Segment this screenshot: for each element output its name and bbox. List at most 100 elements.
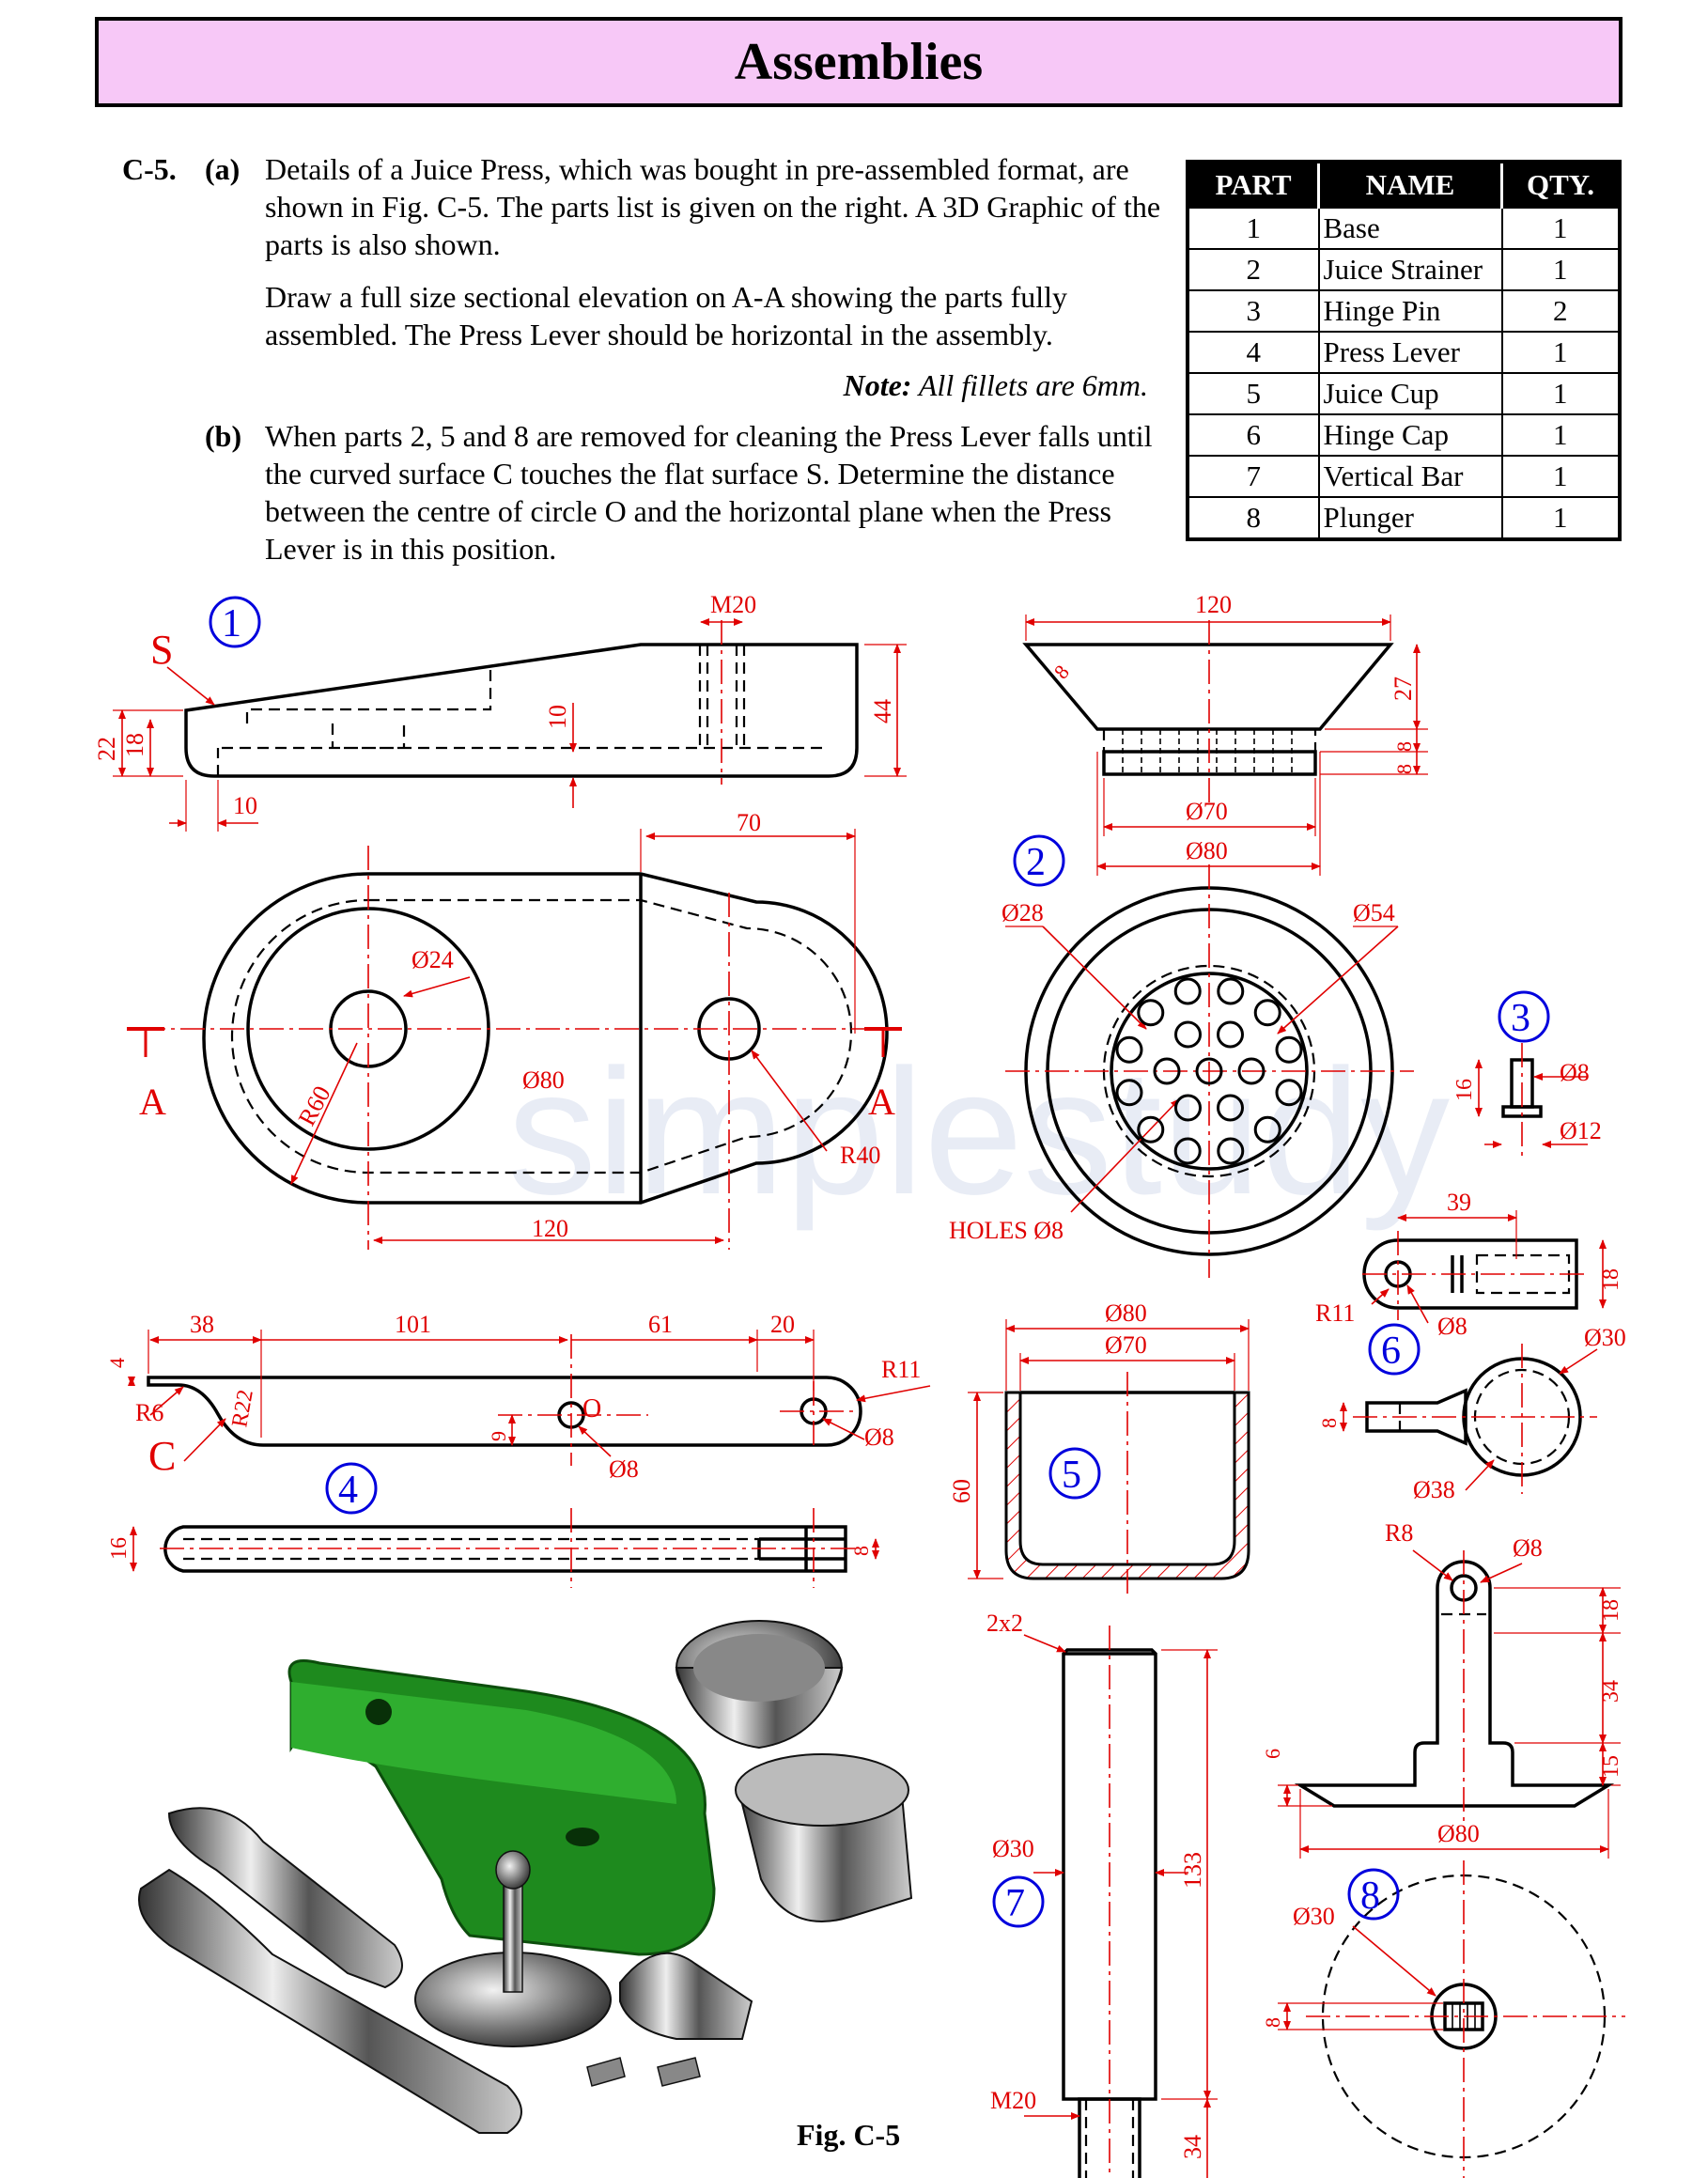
cell-part: 6	[1187, 413, 1320, 457]
dim-p1-r40: R40	[840, 1142, 880, 1169]
part-7-vertical-bar	[1023, 1626, 1218, 2178]
dim-p2-dia80: Ø80	[1186, 837, 1228, 864]
part-3-hinge-pin	[1475, 1043, 1588, 1156]
dim-p6-18: 18	[1599, 1268, 1623, 1291]
note-label: Note:	[843, 368, 912, 402]
part-8-plunger-elevation	[1278, 1549, 1621, 1859]
strainer-hole	[1253, 1115, 1281, 1143]
cell-qty: 1	[1500, 413, 1621, 457]
strainer-hole	[1275, 1035, 1303, 1064]
cell-part: 7	[1187, 455, 1320, 498]
part-marker-1: 1	[209, 596, 261, 648]
strainer-hole	[1195, 1057, 1223, 1085]
part-number-markers: 1 2 3 4 5 6 7 8	[209, 596, 1550, 1928]
dim-p4-r11: R11	[881, 1356, 921, 1383]
label-s: S	[150, 627, 173, 673]
part-label-6: 6	[1381, 1330, 1401, 1373]
dim-p4-r22: R22	[227, 1388, 258, 1429]
part-label-5: 5	[1062, 1454, 1081, 1497]
dim-p2-8c: 8	[1392, 764, 1416, 774]
dim-p2-8-wall: 8	[1049, 661, 1074, 683]
part-marker-8: 8	[1347, 1868, 1400, 1921]
cell-part: 3	[1187, 289, 1320, 333]
cell-qty: 1	[1500, 455, 1621, 498]
dim-p7-m20: M20	[990, 2087, 1036, 2114]
part-marker-2: 2	[1013, 834, 1065, 887]
dim-p4-9: 9	[487, 1431, 510, 1441]
dim-p4-dia8-o: Ø8	[609, 1455, 639, 1483]
exploded-3d-graphic	[138, 1620, 913, 2134]
cell-name: Hinge Cap	[1317, 413, 1503, 457]
dim-p2-27: 27	[1390, 677, 1417, 701]
dim-p1-10-width: 10	[233, 792, 257, 819]
note-text: All fillets are 6mm.	[918, 368, 1148, 402]
dim-p7-dia30: Ø30	[992, 1835, 1034, 1862]
dim-p4-101: 101	[395, 1311, 431, 1338]
part-a-text-2: Draw a full size sectional elevation on …	[265, 280, 1068, 351]
dim-p4-dia8-end: Ø8	[864, 1423, 894, 1451]
dim-p4-61: 61	[648, 1311, 673, 1338]
dim-p5-60: 60	[948, 1479, 975, 1503]
dim-p3-dia8: Ø8	[1560, 1059, 1590, 1086]
dim-p1-10-height: 10	[544, 705, 571, 729]
header-qty: QTY.	[1501, 162, 1620, 208]
strainer-hole	[1173, 977, 1202, 1005]
cell-name: Juice Strainer	[1317, 248, 1503, 291]
dim-p8-34: 34	[1599, 1680, 1623, 1703]
strainer-hole	[1115, 1035, 1143, 1064]
part-b-label: (b)	[205, 419, 242, 453]
part-marker-5: 5	[1048, 1447, 1101, 1500]
dim-p6-r11: R11	[1315, 1299, 1355, 1327]
dim-p4-38: 38	[190, 1311, 214, 1338]
dim-p1-dia24: Ø24	[411, 946, 454, 973]
strainer-hole	[1174, 1020, 1202, 1049]
part-a-text-1: Details of a Juice Press, which was boug…	[265, 152, 1161, 261]
strainer-hole	[1253, 999, 1281, 1027]
dim-p1-44: 44	[869, 699, 896, 723]
title-banner: Assemblies	[95, 17, 1623, 107]
dim-p7-34: 34	[1179, 2135, 1206, 2159]
dim-p2-dia28: Ø28	[1002, 899, 1044, 926]
watermark-text: simplestudy	[507, 1033, 1450, 1232]
part-1-base-elevation	[113, 618, 907, 832]
question-number: C-5.	[122, 152, 177, 186]
dim-p8-dia8: Ø8	[1513, 1534, 1543, 1562]
cell-name: Base	[1317, 207, 1503, 250]
dim-p3-16: 16	[1452, 1079, 1477, 1101]
part-label-2: 2	[1026, 841, 1046, 884]
strainer-hole	[1217, 1020, 1244, 1049]
dim-p6-dia8: Ø8	[1437, 1313, 1467, 1340]
part-2-strainer-plan	[1005, 864, 1414, 1278]
part-label-4: 4	[338, 1469, 358, 1512]
cell-part: 1	[1187, 207, 1320, 250]
dim-p8-18: 18	[1599, 1599, 1623, 1622]
part-1-base-plan	[127, 829, 902, 1250]
dim-p2-dia54: Ø54	[1353, 899, 1395, 926]
note: Note: All fillets are 6mm.	[265, 368, 1148, 403]
label-c: C	[148, 1433, 176, 1479]
dim-p2-8b: 8	[1392, 741, 1416, 752]
part-marker-4: 4	[325, 1462, 378, 1515]
section-label-a-right: A	[868, 1081, 895, 1123]
dim-p1-r60: R60	[293, 1081, 336, 1130]
part-4-press-lever-plan	[130, 1508, 879, 1588]
part-marker-6: 6	[1368, 1323, 1421, 1376]
strainer-hole	[1153, 1057, 1181, 1085]
dim-p4-16: 16	[107, 1537, 132, 1560]
dim-p4-r6: R6	[135, 1399, 163, 1426]
dim-p3-dia12: Ø12	[1560, 1117, 1602, 1144]
strainer-hole	[1173, 1137, 1202, 1165]
part-b-text: When parts 2, 5 and 8 are removed for cl…	[265, 419, 1153, 566]
part-6-hinge-cap-plan	[1340, 1344, 1598, 1494]
dim-p1-22: 22	[93, 737, 120, 761]
part-marker-7: 7	[992, 1875, 1045, 1928]
dim-p7-chamfer: 2x2	[986, 1610, 1023, 1637]
part-label-1: 1	[222, 602, 241, 646]
